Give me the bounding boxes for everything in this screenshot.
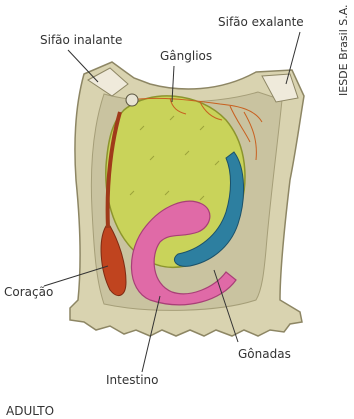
label-sifao-exalante: Sifão exalante (218, 15, 304, 29)
label-ganglios: Gânglios (160, 49, 212, 63)
label-sifao-inalante: Sifão inalante (40, 33, 122, 47)
ganglion (126, 94, 138, 106)
caption-adulto: ADULTO (6, 404, 54, 418)
label-intestino: Intestino (106, 373, 158, 387)
label-coracao: Coração (4, 285, 53, 299)
label-gonadas: Gônadas (238, 347, 291, 361)
image-credit: IESDE Brasil S.A. (337, 4, 350, 96)
